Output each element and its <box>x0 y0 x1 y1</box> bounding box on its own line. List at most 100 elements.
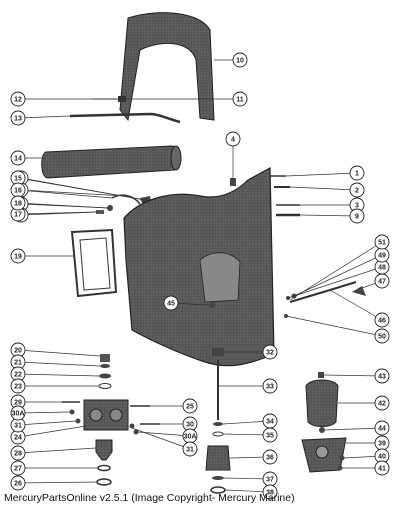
leader-line-21 <box>17 361 101 367</box>
callout-circle <box>10 195 26 211</box>
callout-36[interactable]: 36 <box>262 449 278 465</box>
plug-4 <box>230 178 236 186</box>
callout-number: 30A <box>12 411 25 418</box>
callout-4[interactable]: 4 <box>225 131 241 147</box>
nut-32 <box>212 348 224 356</box>
callout-number: 2 <box>355 188 359 195</box>
callout-circle <box>182 441 198 457</box>
leader-line-28 <box>17 447 97 454</box>
callout-32[interactable]: 32 <box>262 344 278 360</box>
leader-line-6 <box>20 189 126 197</box>
leader-line-18 <box>17 202 108 209</box>
callout-46[interactable]: 46 <box>374 312 390 328</box>
callout-circle <box>10 150 26 166</box>
callout-26[interactable]: 26 <box>10 475 26 491</box>
callout-28[interactable]: 28 <box>10 445 26 461</box>
callout-number: 11 <box>236 97 244 104</box>
leader-line-44 <box>324 427 383 431</box>
callout-27[interactable]: 27 <box>10 460 26 476</box>
callout-number: 37 <box>266 477 274 484</box>
callout-circle <box>374 312 390 328</box>
callout-number: 49 <box>378 253 386 260</box>
callout-23[interactable]: 23 <box>10 378 26 394</box>
callout-number: 9 <box>355 214 359 221</box>
callout-number: 41 <box>378 466 386 473</box>
callout-number: 23 <box>14 384 22 391</box>
callout-30a[interactable]: 30A <box>10 405 26 421</box>
o-ring-26 <box>96 478 112 486</box>
nut-45 <box>209 302 215 308</box>
callout-10[interactable]: 10 <box>232 52 248 68</box>
callout-31_r[interactable]: 31 <box>182 441 198 457</box>
leader-line-30a <box>17 411 71 414</box>
callout-number: 3 <box>355 203 359 210</box>
leader-line-17 <box>17 211 97 215</box>
callout-43[interactable]: 43 <box>374 368 390 384</box>
leader-line-24 <box>17 425 87 438</box>
callout-circle <box>374 460 390 476</box>
callout-20[interactable]: 20 <box>10 342 26 358</box>
exhaust-cover <box>119 12 215 122</box>
callout-number: 24 <box>14 435 22 442</box>
fitting-28 <box>95 439 113 461</box>
callout-number: 40 <box>378 454 386 461</box>
bolt-12 <box>92 96 126 102</box>
callout-number: 32 <box>266 350 274 357</box>
callout-circle <box>262 344 278 360</box>
callout-51[interactable]: 51 <box>374 234 390 250</box>
callout-number: 14 <box>14 156 22 163</box>
callout-39[interactable]: 39 <box>374 435 390 451</box>
driveshaft-housing <box>123 167 275 367</box>
callout-number: 25 <box>186 404 194 411</box>
callout-18[interactable]: 18 <box>10 195 26 211</box>
callout-number: 44 <box>378 426 386 433</box>
callout-44[interactable]: 44 <box>374 420 390 436</box>
callout-16[interactable]: 16 <box>10 182 26 198</box>
callout-35[interactable]: 35 <box>262 427 278 443</box>
callout-42[interactable]: 42 <box>374 395 390 411</box>
leader-line-37 <box>223 477 271 480</box>
callout-circle <box>10 475 26 491</box>
leader-line-16 <box>17 189 113 199</box>
callout-45[interactable]: 45 <box>163 295 179 311</box>
callout-number: 19 <box>14 254 22 261</box>
callout-number: 30A <box>184 434 197 441</box>
leader-line-38 <box>224 489 271 493</box>
callout-37[interactable]: 37 <box>262 471 278 487</box>
nut-44 <box>319 427 325 433</box>
callout-13[interactable]: 13 <box>10 110 26 126</box>
washer-30A-left <box>69 409 75 415</box>
callout-50[interactable]: 50 <box>374 328 390 344</box>
callout-9[interactable]: 9 <box>349 208 365 224</box>
callout-number: 39 <box>378 441 386 448</box>
leader-line-1 <box>285 172 358 177</box>
o-ring-27 <box>97 464 111 472</box>
callout-labels: 1234567891011121314151617181920212223242… <box>10 52 390 500</box>
callout-1[interactable]: 1 <box>349 165 365 181</box>
callout-2[interactable]: 2 <box>349 182 365 198</box>
leader-line-9 <box>299 214 358 217</box>
callout-14[interactable]: 14 <box>10 150 26 166</box>
callout-34[interactable]: 34 <box>262 413 278 429</box>
leader-line-15 <box>17 177 146 201</box>
callout-circle <box>262 484 278 500</box>
callout-circle <box>10 405 26 421</box>
callout-19[interactable]: 19 <box>10 248 26 264</box>
callout-38[interactable]: 38 <box>262 484 278 500</box>
callout-number: 31 <box>186 447 194 454</box>
callout-number: 10 <box>236 58 244 65</box>
callout-11[interactable]: 11 <box>232 91 248 107</box>
callout-41[interactable]: 41 <box>374 460 390 476</box>
screw-41 <box>337 465 343 471</box>
callout-30a_r[interactable]: 30A <box>182 428 198 444</box>
callout-25[interactable]: 25 <box>182 398 198 414</box>
callout-49[interactable]: 49 <box>374 247 390 263</box>
callout-circle <box>262 378 278 394</box>
callout-47[interactable]: 47 <box>374 273 390 289</box>
callout-number: 28 <box>14 451 22 458</box>
callout-number: 15 <box>14 176 22 183</box>
callout-33[interactable]: 33 <box>262 378 278 394</box>
callout-number: 30 <box>186 422 194 429</box>
callout-12[interactable]: 12 <box>10 91 26 107</box>
callout-circle <box>232 91 248 107</box>
